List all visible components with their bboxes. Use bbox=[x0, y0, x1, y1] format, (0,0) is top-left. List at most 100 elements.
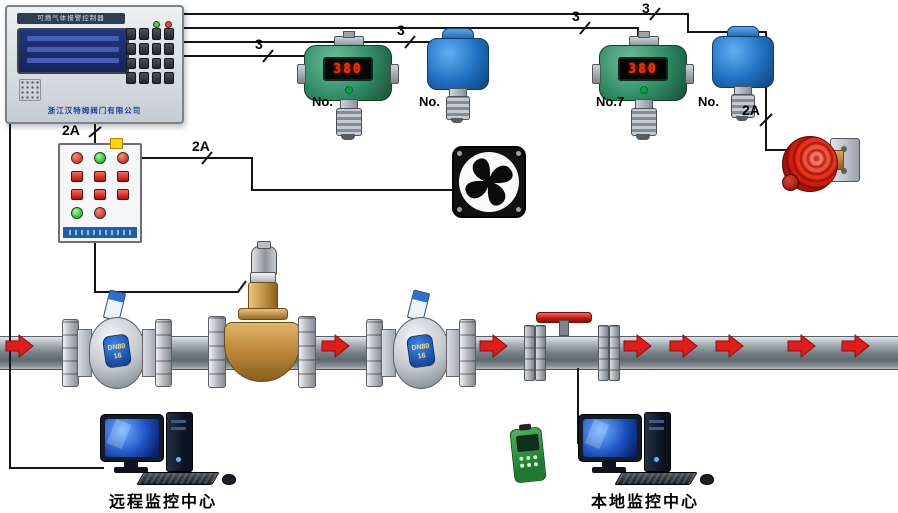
wire-count-slash bbox=[579, 21, 591, 35]
indicator-lamp bbox=[71, 152, 83, 164]
controller-title: 可燃气体报警控制器 bbox=[17, 13, 125, 24]
monitor-screen bbox=[105, 419, 159, 457]
detector-display: 380 bbox=[618, 57, 668, 81]
detector-tip bbox=[451, 118, 463, 123]
detector-label: No.7 bbox=[596, 94, 625, 109]
detector-reading: 380 bbox=[628, 61, 658, 77]
computer-tower bbox=[166, 412, 193, 472]
controller-lcd bbox=[17, 28, 129, 74]
station-label-remote: 远程监控中心 bbox=[108, 494, 217, 511]
wire-count-slash bbox=[649, 7, 661, 21]
indicator-row bbox=[71, 152, 140, 164]
workstation-remote bbox=[100, 412, 236, 485]
gas-detector-4 bbox=[709, 26, 775, 122]
ball-valve-2: DN80 16 bbox=[366, 289, 476, 400]
keypad-key bbox=[138, 42, 149, 55]
wire-count-label: 3 bbox=[642, 0, 650, 16]
station-label-local: 本地监控中心 bbox=[590, 494, 699, 511]
flow-arrow bbox=[5, 333, 34, 359]
valve-body: DN80 16 bbox=[393, 317, 449, 389]
controller-company-label: 浙江汉特姆阀门有限公司 bbox=[47, 106, 142, 115]
button-row bbox=[71, 189, 140, 200]
controller-status-leds bbox=[148, 15, 172, 33]
control-button bbox=[94, 171, 106, 182]
detector-body: 380 bbox=[592, 45, 694, 101]
button-row bbox=[71, 171, 140, 182]
exhaust-fan bbox=[452, 146, 526, 218]
valve-body bbox=[224, 322, 300, 382]
pipe-flange bbox=[524, 325, 535, 381]
keypad-key bbox=[151, 57, 162, 70]
alarm-led bbox=[165, 21, 172, 28]
indicator-lamp bbox=[117, 152, 129, 164]
detector-label: No. bbox=[312, 94, 333, 109]
valve-stem bbox=[559, 320, 569, 336]
keypad-key bbox=[126, 57, 136, 70]
detector-led bbox=[640, 86, 648, 94]
detector-display: 380 bbox=[323, 57, 373, 81]
monitor bbox=[100, 414, 164, 462]
flow-arrow bbox=[321, 333, 350, 359]
control-button bbox=[94, 189, 106, 200]
keyboard bbox=[614, 472, 698, 485]
wire-count-label: 2A bbox=[742, 102, 760, 118]
keypad-key bbox=[138, 57, 149, 70]
keypad-key bbox=[151, 28, 162, 40]
pipe-flange bbox=[598, 325, 609, 381]
control-button bbox=[117, 189, 129, 200]
wire-count-label: 3 bbox=[397, 22, 405, 38]
wire-to-valve-actuator bbox=[94, 241, 247, 293]
fan-blades-icon bbox=[465, 158, 513, 206]
keypad-key bbox=[138, 28, 149, 40]
handheld-screen bbox=[515, 433, 540, 453]
keyboard bbox=[136, 472, 220, 485]
pipe-flange bbox=[609, 325, 620, 381]
flow-arrow bbox=[479, 333, 508, 359]
monitor-base bbox=[592, 467, 626, 473]
detector-tip bbox=[341, 134, 355, 140]
wire-count-slash bbox=[88, 126, 102, 138]
monitor-screen bbox=[583, 419, 637, 457]
computer-tower bbox=[644, 412, 671, 472]
solenoid-globe-valve bbox=[204, 241, 320, 388]
indicator-lamp bbox=[94, 207, 106, 219]
wire-to-detector-3 bbox=[180, 27, 639, 42]
valve-flange bbox=[459, 319, 476, 387]
detector-sensor-filter bbox=[336, 108, 362, 136]
wire-count-slash bbox=[404, 35, 416, 49]
flow-arrow bbox=[841, 333, 870, 359]
wire-count-label: 3 bbox=[572, 8, 580, 24]
keypad-key bbox=[151, 42, 162, 55]
wire-count-label: 3 bbox=[255, 36, 263, 52]
wire-to-fan bbox=[138, 157, 456, 191]
keypad-key bbox=[164, 72, 174, 84]
handheld-clip bbox=[518, 423, 532, 431]
keypad-key bbox=[126, 72, 136, 84]
junction-box bbox=[58, 138, 142, 243]
flow-arrow bbox=[623, 333, 652, 359]
wire-count-label: 2A bbox=[192, 138, 210, 154]
control-button bbox=[117, 171, 129, 182]
indicator-lamp bbox=[71, 207, 83, 219]
detector-reading: 380 bbox=[333, 61, 363, 77]
valve-flange bbox=[298, 316, 316, 388]
controller-keypad bbox=[126, 28, 174, 84]
gas-detector-2 bbox=[424, 28, 490, 124]
control-button bbox=[71, 171, 83, 182]
gas-detector-1: 380 bbox=[297, 31, 399, 142]
wire-count-slash bbox=[262, 49, 274, 63]
junction-box-tag bbox=[110, 138, 123, 149]
detector-sensor-filter bbox=[731, 94, 755, 118]
fan-screws bbox=[457, 151, 462, 156]
detector-led bbox=[345, 86, 353, 94]
keypad-key bbox=[164, 57, 174, 70]
power-led bbox=[153, 21, 160, 28]
flow-arrow bbox=[787, 333, 816, 359]
indicator-lamp bbox=[94, 152, 106, 164]
detector-label: No. bbox=[698, 94, 719, 109]
monitor-base bbox=[114, 467, 148, 473]
wire-count-label: 2A bbox=[62, 122, 80, 138]
alarm-beacon bbox=[782, 128, 862, 198]
controller-speaker bbox=[19, 79, 41, 101]
detector-body: 380 bbox=[297, 45, 399, 101]
